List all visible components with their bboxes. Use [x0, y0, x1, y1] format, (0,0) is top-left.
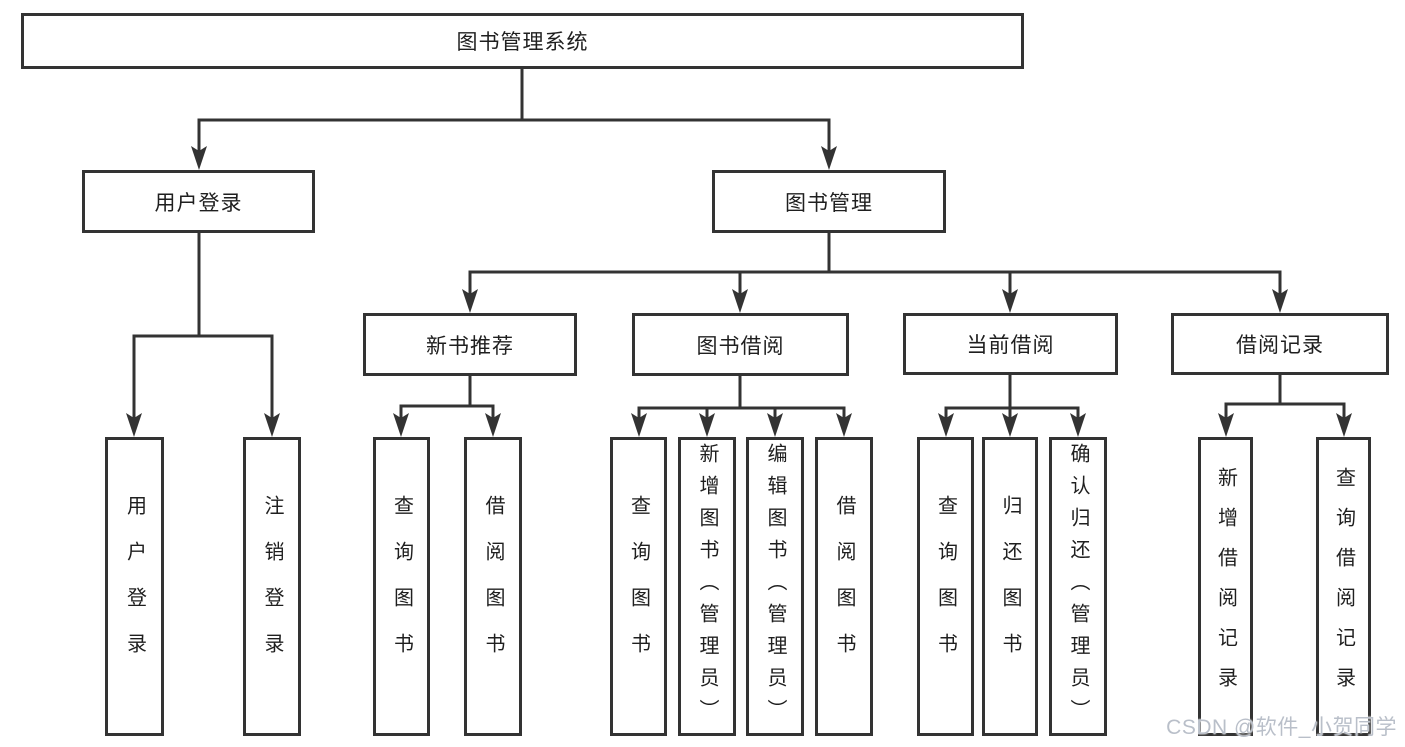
node-label: 当前借阅: [966, 334, 1055, 357]
leaf-label: 用户登录: [123, 494, 146, 679]
leaf-borrow-books-recommend: 借阅图书: [464, 437, 522, 736]
leaf-label: 编辑图书（管理员）: [764, 442, 786, 731]
leaf-logout: 注销登录: [243, 437, 301, 736]
leaf-add-book-admin: 新增图书（管理员）: [678, 437, 736, 736]
leaf-return-books: 归还图书: [982, 437, 1038, 736]
connector-book-mgmt-to-level3: [462, 231, 1288, 313]
leaf-query-books-recommend: 查询图书: [373, 437, 430, 736]
leaf-label: 借阅图书: [833, 494, 855, 679]
leaf-edit-book-admin: 编辑图书（管理员）: [746, 437, 804, 736]
node-label: 新书推荐: [426, 334, 514, 358]
connector-borrowing-to-leaves: [631, 374, 852, 437]
leaf-query-books-borrowing: 查询图书: [610, 437, 667, 736]
node-book-borrowing: 图书借阅: [632, 313, 849, 376]
node-current-borrowing: 当前借阅: [903, 313, 1118, 375]
node-user-login: 用户登录: [82, 170, 315, 233]
node-new-book-recommendation: 新书推荐: [363, 313, 577, 376]
node-label: 图书管理: [785, 191, 873, 215]
leaf-user-login: 用户登录: [105, 437, 164, 736]
node-borrowing-records: 借阅记录: [1171, 313, 1389, 375]
leaf-label: 查询借阅记录: [1332, 466, 1355, 707]
leaf-label: 注销登录: [261, 494, 283, 679]
leaf-label: 确认归还（管理员）: [1067, 442, 1089, 731]
connector-root-to-level2: [191, 67, 837, 170]
leaf-query-books-current: 查询图书: [917, 437, 974, 736]
connector-records-to-leaves: [1218, 374, 1352, 437]
connector-newbook-to-leaves: [393, 374, 501, 437]
node-label: 借阅记录: [1236, 334, 1324, 357]
leaf-label: 查询图书: [390, 494, 413, 679]
node-library-management-system: 图书管理系统: [21, 13, 1024, 69]
node-label: 图书借阅: [696, 334, 785, 358]
watermark-text: CSDN @软件_小贺同学: [1166, 716, 1397, 739]
leaf-label: 新增借阅记录: [1214, 466, 1237, 707]
node-label: 图书管理系统: [456, 31, 589, 54]
connector-current-to-leaves: [938, 374, 1086, 437]
leaf-label: 查询图书: [934, 494, 957, 679]
leaf-label: 借阅图书: [482, 494, 504, 679]
connector-user-login-to-leaves: [126, 231, 280, 437]
leaf-label: 新增图书（管理员）: [696, 442, 718, 731]
node-label: 用户登录: [154, 191, 243, 215]
leaf-add-borrowing-record: 新增借阅记录: [1198, 437, 1253, 736]
leaf-label: 归还图书: [999, 494, 1021, 679]
leaf-borrow-books-borrowing: 借阅图书: [815, 437, 873, 736]
leaf-confirm-return-admin: 确认归还（管理员）: [1049, 437, 1107, 736]
leaf-label: 查询图书: [627, 494, 650, 679]
leaf-query-borrowing-record: 查询借阅记录: [1316, 437, 1371, 736]
node-book-management: 图书管理: [712, 170, 946, 233]
